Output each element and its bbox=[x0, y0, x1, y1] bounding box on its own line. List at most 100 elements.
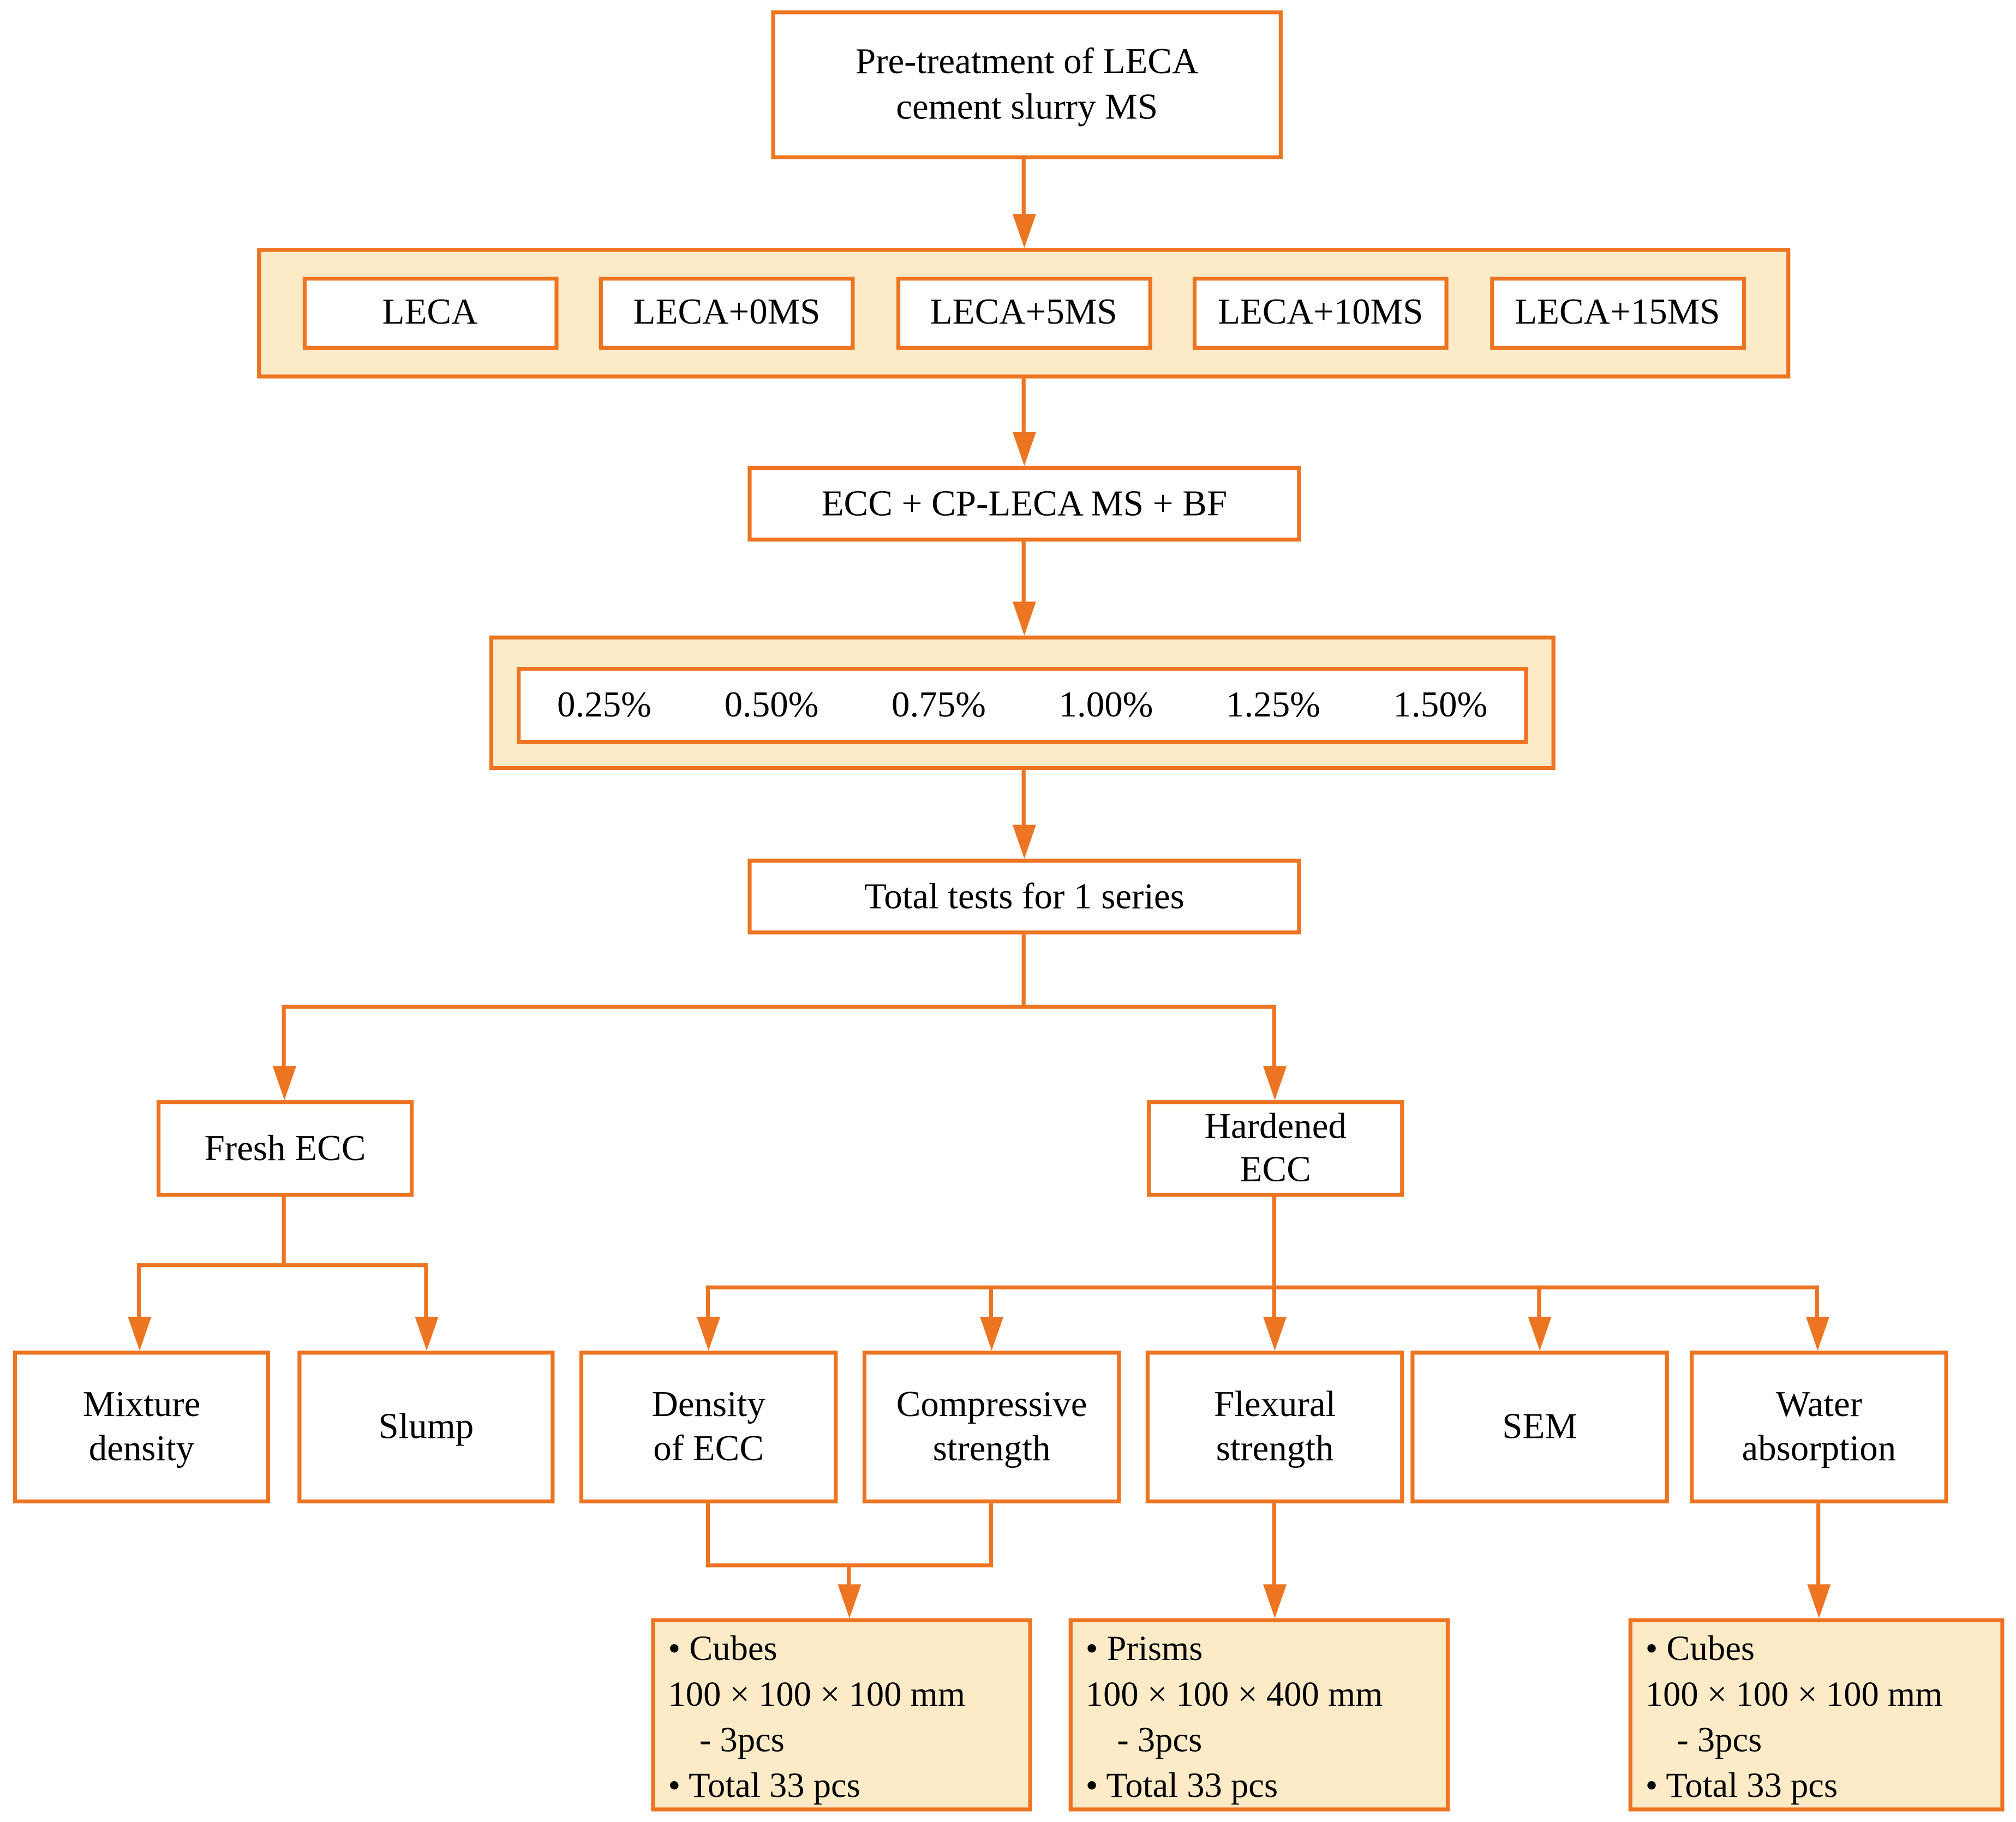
connector-hardened-split bbox=[707, 1285, 1819, 1289]
spec-box-cubes-density: • Cubes 100 × 100 × 100 mm - 3pcs • Tota… bbox=[651, 1618, 1032, 1812]
connector-flexural-out bbox=[1272, 1503, 1276, 1585]
node-hardened-ecc: Hardened ECC bbox=[1147, 1100, 1404, 1197]
label-line: LECA bbox=[382, 292, 478, 333]
label-line: of ECC bbox=[653, 1428, 764, 1469]
connector-density-drop bbox=[705, 1285, 710, 1317]
connector-sem-drop bbox=[1537, 1285, 1541, 1317]
leca-variant-row: LECA LECA+0MS LECA+5MS LECA+10MS LECA+15… bbox=[261, 252, 1786, 375]
label-line: • Cubes bbox=[1645, 1628, 1755, 1668]
node-total-tests: Total tests for 1 series bbox=[747, 858, 1301, 935]
leca-variant-box: LECA+10MS bbox=[1192, 277, 1449, 350]
label-line: cement slurry MS bbox=[896, 87, 1158, 128]
label-line: ECC bbox=[1240, 1149, 1311, 1191]
node-ecc-mix: ECC + CP-LECA MS + BF bbox=[747, 465, 1301, 542]
label-line: 0.75% bbox=[891, 684, 986, 725]
connector-total-split bbox=[283, 1005, 1276, 1009]
arrowhead-hardened bbox=[1263, 1066, 1287, 1101]
arrow-line-dosages bbox=[1021, 770, 1026, 825]
label-line: Total tests for 1 series bbox=[864, 876, 1185, 917]
label-line: Hardened bbox=[1204, 1107, 1347, 1148]
label-line: 100 × 100 × 100 mm bbox=[1645, 1674, 1943, 1714]
label-line: 100 × 100 × 400 mm bbox=[1085, 1674, 1383, 1714]
label-line: Pre-treatment of LECA bbox=[855, 41, 1199, 82]
label-line: Compressive bbox=[896, 1384, 1087, 1425]
label-line: 100 × 100 × 100 mm bbox=[668, 1674, 966, 1714]
arrow-line-variants bbox=[1021, 378, 1026, 432]
label-line: strength bbox=[932, 1428, 1051, 1469]
node-mixture-density: Mixture density bbox=[13, 1351, 271, 1504]
connector-fresh-drop bbox=[282, 1005, 286, 1066]
leca-variant-box: LECA+15MS bbox=[1489, 277, 1745, 350]
arrow-line-pretreatment bbox=[1021, 159, 1026, 214]
node-water-absorption: Water absorption bbox=[1690, 1351, 1948, 1504]
label-line: 0.25% bbox=[557, 684, 651, 725]
label-line: density bbox=[88, 1428, 195, 1469]
label-line: Mixture bbox=[82, 1384, 201, 1425]
leca-variant-box: LECA bbox=[302, 277, 558, 350]
spec-box-prisms-flexural: • Prisms 100 × 100 × 400 mm - 3pcs • Tot… bbox=[1068, 1618, 1450, 1812]
arrowhead-prisms-flexural bbox=[1263, 1584, 1287, 1618]
arrowhead-slump bbox=[415, 1317, 439, 1351]
connector-water-drop bbox=[1815, 1285, 1819, 1317]
arrowhead-mixture-density bbox=[128, 1317, 152, 1351]
arrowhead-ecc-mix bbox=[1012, 601, 1036, 636]
arrowhead-fresh bbox=[272, 1066, 296, 1101]
label-line: - 3pcs bbox=[1117, 1720, 1203, 1759]
connector-water-out bbox=[1816, 1503, 1821, 1585]
arrowhead-cubes-density bbox=[837, 1584, 862, 1618]
label-line: Slump bbox=[378, 1407, 474, 1448]
node-slump: Slump bbox=[297, 1351, 555, 1504]
arrowhead-cubes-water bbox=[1807, 1584, 1831, 1618]
connector-fresh-stem bbox=[282, 1197, 286, 1264]
connector-mixture-drop bbox=[137, 1263, 141, 1317]
label-line: 1.25% bbox=[1225, 684, 1320, 725]
label-line: 1.50% bbox=[1393, 684, 1488, 725]
label-line: 1.00% bbox=[1058, 684, 1153, 725]
node-fresh-ecc: Fresh ECC bbox=[156, 1100, 414, 1197]
arrowhead-pretreatment bbox=[1012, 214, 1036, 248]
node-density-of-ecc: Density of ECC bbox=[579, 1351, 838, 1504]
label-line: LECA+15MS bbox=[1515, 292, 1720, 333]
arrowhead-flexural bbox=[1263, 1317, 1287, 1351]
connector-hardened-drop bbox=[1272, 1005, 1276, 1066]
node-sem: SEM bbox=[1410, 1351, 1669, 1504]
band-leca-variants: LECA LECA+0MS LECA+5MS LECA+10MS LECA+15… bbox=[257, 248, 1791, 379]
arrowhead-variants bbox=[1012, 432, 1036, 466]
label-line: - 3pcs bbox=[1677, 1720, 1762, 1759]
node-pretreatment: Pre-treatment of LECA cement slurry MS bbox=[771, 10, 1283, 159]
label-line: - 3pcs bbox=[699, 1720, 785, 1759]
label-line: LECA+0MS bbox=[633, 292, 821, 333]
leca-variant-box: LECA+0MS bbox=[599, 277, 855, 350]
connector-slump-drop bbox=[424, 1263, 428, 1317]
arrowhead-compressive bbox=[980, 1317, 1004, 1351]
arrowhead-dosages bbox=[1012, 825, 1036, 859]
label-line: • Total 33 pcs bbox=[1085, 1765, 1278, 1805]
band-fiber-dosages: 0.25% 0.50% 0.75% 1.00% 1.25% 1.50% bbox=[489, 635, 1556, 770]
connector-merge-drop bbox=[847, 1563, 851, 1585]
label-line: Fresh ECC bbox=[204, 1128, 366, 1169]
label-line: ECC + CP-LECA MS + BF bbox=[821, 483, 1228, 524]
arrowhead-sem bbox=[1528, 1317, 1552, 1351]
label-line: strength bbox=[1216, 1428, 1334, 1469]
leca-variant-box: LECA+5MS bbox=[895, 277, 1152, 350]
label-line: • Total 33 pcs bbox=[1645, 1765, 1838, 1805]
connector-compressive-out bbox=[989, 1503, 994, 1564]
arrowhead-density-of-ecc bbox=[697, 1317, 721, 1351]
connector-total-stem bbox=[1021, 934, 1026, 1005]
connector-density-out bbox=[705, 1503, 710, 1564]
label-line: Flexural bbox=[1214, 1384, 1336, 1425]
arrow-line-ecc-mix bbox=[1021, 541, 1026, 602]
label-line: Density bbox=[651, 1384, 765, 1425]
spec-box-cubes-water: • Cubes 100 × 100 × 100 mm - 3pcs • Tota… bbox=[1628, 1618, 2005, 1812]
node-flexural-strength: Flexural strength bbox=[1145, 1351, 1404, 1504]
label-line: absorption bbox=[1742, 1428, 1897, 1469]
label-line: SEM bbox=[1502, 1407, 1577, 1448]
connector-hardened-stem bbox=[1272, 1197, 1276, 1317]
label-line: • Total 33 pcs bbox=[668, 1765, 860, 1805]
arrowhead-water-absorption bbox=[1805, 1317, 1830, 1351]
connector-fresh-split bbox=[138, 1263, 427, 1268]
node-compressive-strength: Compressive strength bbox=[862, 1351, 1121, 1504]
label-line: Water bbox=[1775, 1384, 1862, 1425]
label-line: 0.50% bbox=[724, 684, 819, 725]
